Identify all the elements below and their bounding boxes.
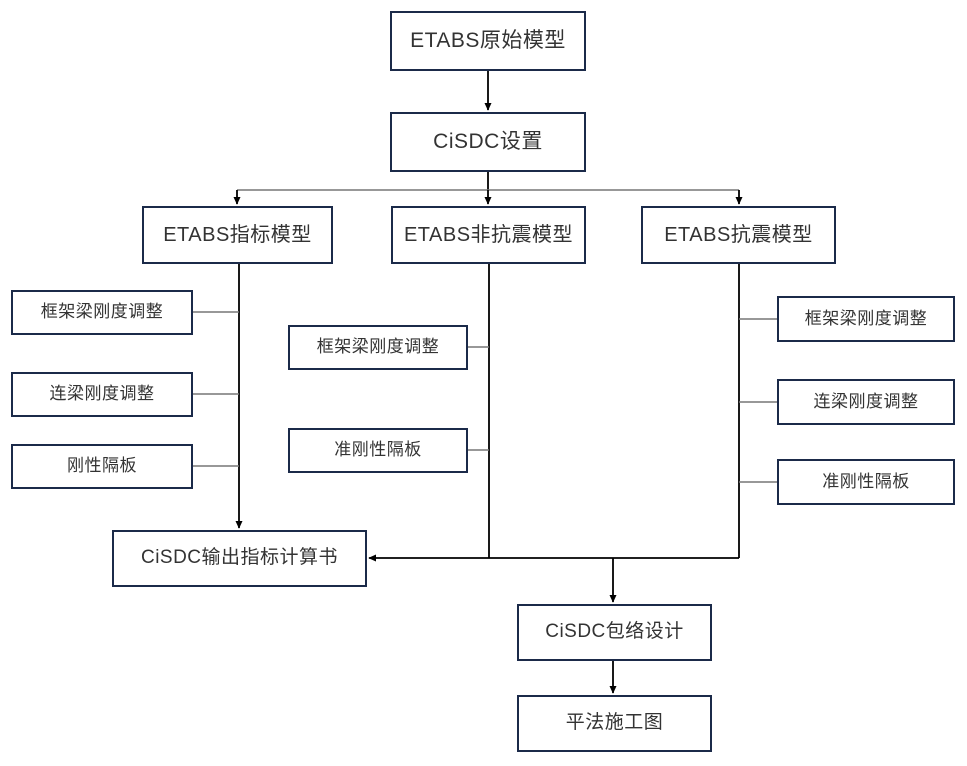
node-etabs-non-seismic-model[interactable]: ETABS非抗震模型 <box>391 206 586 264</box>
node-label-cisdc-index-report: CiSDC输出指标计算书 <box>140 547 339 569</box>
node-label-etabs-non-seismic-model: ETABS非抗震模型 <box>403 224 574 246</box>
node-label-cisdc-envelope-design: CiSDC包络设计 <box>545 621 684 643</box>
node-etabs-index-model[interactable]: ETABS指标模型 <box>142 206 333 264</box>
node-right-coupling-beam-stiffness[interactable]: 连梁刚度调整 <box>777 379 955 425</box>
node-label-left-rigid-diaphragm: 刚性隔板 <box>67 456 137 476</box>
node-left-coupling-beam-stiffness[interactable]: 连梁刚度调整 <box>11 372 193 417</box>
node-left-rigid-diaphragm[interactable]: 刚性隔板 <box>11 444 193 489</box>
node-label-right-coupling-beam-stiffness: 连梁刚度调整 <box>813 391 919 411</box>
node-label-etabs-index-model: ETABS指标模型 <box>163 224 312 246</box>
node-cisdc-index-report[interactable]: CiSDC输出指标计算书 <box>112 530 367 587</box>
node-mid-frame-beam-stiffness[interactable]: 框架梁刚度调整 <box>288 325 468 370</box>
node-etabs-original-model[interactable]: ETABS原始模型 <box>390 11 586 71</box>
node-label-etabs-original-model: ETABS原始模型 <box>410 29 566 53</box>
node-flat-construction-drawing[interactable]: 平法施工图 <box>517 695 712 752</box>
node-label-right-frame-beam-stiffness: 框架梁刚度调整 <box>804 308 928 328</box>
node-label-mid-semi-rigid-diaphragm: 准刚性隔板 <box>334 440 422 460</box>
node-mid-semi-rigid-diaphragm[interactable]: 准刚性隔板 <box>288 428 468 473</box>
node-cisdc-envelope-design[interactable]: CiSDC包络设计 <box>517 604 712 661</box>
node-right-semi-rigid-diaphragm[interactable]: 准刚性隔板 <box>777 459 955 505</box>
node-etabs-seismic-model[interactable]: ETABS抗震模型 <box>641 206 836 264</box>
node-label-flat-construction-drawing: 平法施工图 <box>565 712 664 734</box>
node-left-frame-beam-stiffness[interactable]: 框架梁刚度调整 <box>11 290 193 335</box>
node-label-right-semi-rigid-diaphragm: 准刚性隔板 <box>822 471 910 491</box>
node-label-cisdc-settings: CiSDC设置 <box>433 130 543 154</box>
node-cisdc-settings[interactable]: CiSDC设置 <box>390 112 586 172</box>
node-right-frame-beam-stiffness[interactable]: 框架梁刚度调整 <box>777 296 955 342</box>
node-label-left-coupling-beam-stiffness: 连梁刚度调整 <box>49 384 155 404</box>
node-label-etabs-seismic-model: ETABS抗震模型 <box>664 224 813 246</box>
node-label-left-frame-beam-stiffness: 框架梁刚度调整 <box>40 302 164 322</box>
node-label-mid-frame-beam-stiffness: 框架梁刚度调整 <box>316 337 440 357</box>
